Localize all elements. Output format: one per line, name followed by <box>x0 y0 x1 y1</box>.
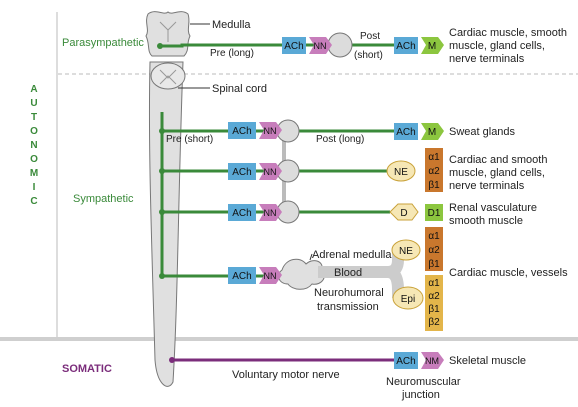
branch-points <box>157 43 165 279</box>
ach-label: ACh <box>232 208 251 219</box>
adrenal-pointer <box>309 253 313 261</box>
nicotinic-receptors <box>259 37 444 369</box>
symp-post-label: Post (long) <box>316 134 364 145</box>
para-target-line1: Cardiac muscle, smooth <box>449 27 567 39</box>
beta1-label: β1 <box>428 304 440 315</box>
ne-adrenal-transmitter <box>391 239 421 261</box>
voluntary-motor-nerve-label: Voluntary motor nerve <box>232 369 340 381</box>
ach-label: ACh <box>396 41 415 52</box>
nn-receptor-label: NN <box>314 41 327 51</box>
ach-label: ACh <box>232 126 251 137</box>
transmission-label: transmission <box>317 301 379 313</box>
somatic-divider <box>0 337 578 341</box>
skeletal-muscle-label: Skeletal muscle <box>449 355 526 367</box>
alpha1-label: α1 <box>428 231 440 242</box>
nn-receptor-label: NN <box>264 271 277 281</box>
d1-receptor <box>425 204 443 221</box>
ne-label: NE <box>399 246 413 257</box>
symp-pre-label: Pre (short) <box>166 134 213 145</box>
ach-label: ACh <box>396 127 415 138</box>
blood-label: Blood <box>334 267 362 279</box>
beta1-label: β1 <box>428 180 440 191</box>
adrenergic-receptor-bar <box>425 148 443 192</box>
sympathetic-title: Sympathetic <box>73 193 134 205</box>
ach-label: ACh <box>232 167 251 178</box>
m-receptor-label: M <box>428 41 436 52</box>
adrenergic-receptor-bar <box>425 227 443 271</box>
beta2-label: β2 <box>428 317 440 328</box>
symp-ganglia <box>276 119 300 224</box>
somatic-title: SOMATIC <box>62 363 112 375</box>
adrenal-medulla-label: Adrenal medulla <box>312 249 392 261</box>
ne-label: NE <box>394 167 408 178</box>
cardiac-target-line2: muscle, gland cells, <box>449 167 545 179</box>
parasympathetic-title: Parasympathetic <box>62 37 144 49</box>
ach-label: ACh <box>396 356 415 367</box>
para-target-line3: nerve terminals <box>449 53 525 65</box>
ach-boxes <box>228 37 418 369</box>
alpha1-label: α1 <box>428 278 440 289</box>
nn-receptor-label: NN <box>264 126 277 136</box>
cord-gray-matter <box>159 69 177 85</box>
renal-target-line1: Renal vasculature <box>449 202 537 214</box>
cardiac-target-line1: Cardiac and smooth <box>449 154 547 166</box>
ach-label: ACh <box>232 271 251 282</box>
para-post-short-label: (short) <box>354 50 383 61</box>
alpha2-label: α2 <box>428 166 440 177</box>
alpha1-label: α1 <box>428 152 440 163</box>
spinal-cord-label: Spinal cord <box>212 83 267 95</box>
renal-target-line2: smooth muscle <box>449 215 523 227</box>
para-pre-label: Pre (long) <box>210 48 254 59</box>
sweat-glands-label: Sweat glands <box>449 126 516 138</box>
sympathetic-nerves <box>160 43 395 278</box>
alpha2-label: α2 <box>428 245 440 256</box>
ach-label: ACh <box>284 41 303 52</box>
somatic-origin <box>169 357 175 363</box>
beta1-label: β1 <box>428 259 440 270</box>
d-label: D <box>400 208 407 219</box>
adrenergic-receptor-bar-light <box>425 275 443 331</box>
spinal-cord <box>148 61 184 387</box>
epi-transmitter <box>392 286 424 310</box>
d1-label: D1 <box>428 208 441 219</box>
epi-label: Epi <box>401 294 415 305</box>
ne-transmitter <box>386 160 416 182</box>
nmj-label-line1: Neuromuscular <box>386 376 461 388</box>
m-receptor-label: M <box>428 127 436 138</box>
neurohumoral-label: Neurohumoral <box>314 287 384 299</box>
para-post-label: Post <box>360 31 380 42</box>
nmj-label-line2: junction <box>401 389 440 401</box>
d-transmitter <box>389 203 419 221</box>
nn-receptor-label: NN <box>264 167 277 177</box>
cardiac-target-line3: nerve terminals <box>449 180 525 192</box>
medulla-label: Medulla <box>212 19 251 31</box>
adrenal-medulla-shape <box>278 258 325 290</box>
nn-receptor-label: NN <box>264 208 277 218</box>
medulla-butterfly <box>159 21 177 42</box>
alpha2-label: α2 <box>428 291 440 302</box>
para-target-line2: muscle, gland cells, <box>449 40 545 52</box>
nm-receptor-label: NM <box>425 356 439 366</box>
adrenal-target-label: Cardiac muscle, vessels <box>449 267 568 279</box>
muscarinic-receptors <box>421 37 444 140</box>
